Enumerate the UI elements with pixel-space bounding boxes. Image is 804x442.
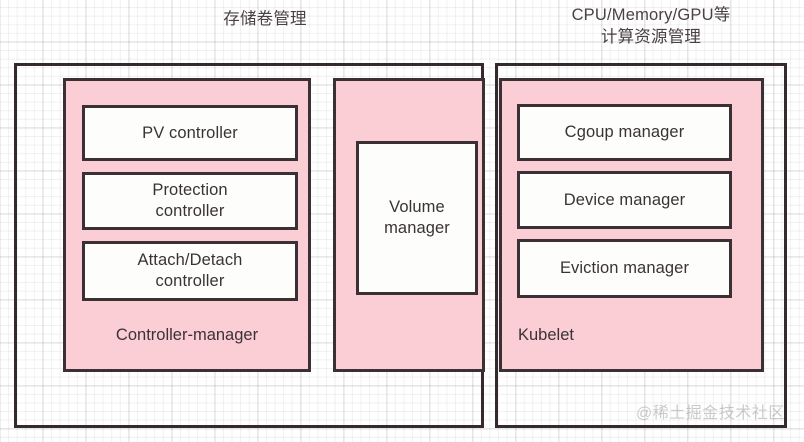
node-eviction-manager[interactable]: Eviction manager [517, 239, 732, 298]
group-volume-manager-container[interactable]: Volume manager [333, 78, 485, 372]
group-controller-manager[interactable]: PV controller Protection controller Atta… [63, 78, 311, 372]
node-pv-controller[interactable]: PV controller [82, 105, 298, 161]
caption-compute-resource-management: CPU/Memory/GPU等 计算资源管理 [571, 6, 731, 46]
group-label-kubelet: Kubelet [518, 326, 574, 344]
caption-storage-volume-management: 存储卷管理 [223, 10, 307, 28]
node-cgoup-manager[interactable]: Cgoup manager [517, 104, 732, 161]
node-protection-controller[interactable]: Protection controller [82, 172, 298, 230]
node-device-manager[interactable]: Device manager [517, 171, 732, 229]
node-volume-manager[interactable]: Volume manager [356, 141, 478, 295]
frame-compute-resource-management [495, 63, 787, 428]
watermark: @稀土掘金技术社区 [636, 405, 785, 422]
node-attach-detach-controller[interactable]: Attach/Detach controller [82, 241, 298, 301]
group-kubelet[interactable]: Cgoup manager Device manager Eviction ma… [499, 78, 764, 372]
group-label-controller-manager: Controller-manager [115, 326, 259, 344]
